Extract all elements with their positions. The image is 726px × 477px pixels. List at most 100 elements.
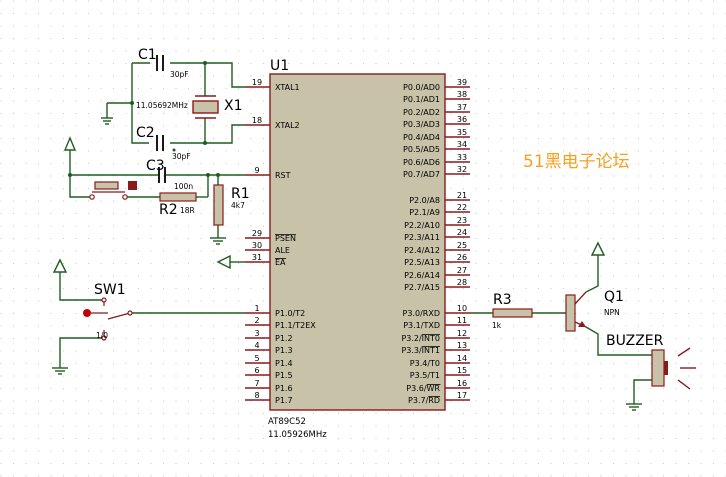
ic-pin-1[interactable]: 1P1.0/T2 bbox=[245, 304, 305, 318]
ic-pin-number: 25 bbox=[457, 241, 467, 250]
ic-pin-label: P3.1/TXD bbox=[403, 321, 440, 330]
ic-pin-label: P0.5/AD5 bbox=[403, 145, 440, 154]
ic-pin-label: P2.6/A14 bbox=[404, 271, 440, 280]
resistor-r3[interactable] bbox=[492, 308, 533, 318]
buzzer-ref: BUZZER bbox=[606, 333, 664, 349]
ic-pin-label: P3.2/INT0 bbox=[401, 334, 440, 343]
c2-ref: C2 bbox=[136, 125, 155, 141]
ic-pin-label: P1.4 bbox=[275, 359, 293, 368]
ic-pin-number: 31 bbox=[252, 253, 262, 262]
ic-pin-label: XTAL1 bbox=[275, 83, 300, 92]
q1-value: NPN bbox=[604, 308, 620, 317]
ic-pin-number: 26 bbox=[457, 253, 467, 262]
ic-pin-2[interactable]: 2P1.1/T2EX bbox=[245, 316, 316, 330]
ic-pin-6[interactable]: 6P1.5 bbox=[245, 366, 293, 380]
ic-pin-number: 29 bbox=[252, 229, 262, 238]
switch-sw1[interactable] bbox=[83, 297, 133, 341]
ic-pin-number: 22 bbox=[457, 203, 467, 212]
crystal-x1[interactable] bbox=[192, 95, 219, 119]
ic-pin-number: 16 bbox=[457, 379, 467, 388]
r2-value: 18R bbox=[180, 206, 195, 215]
q1-ref: Q1 bbox=[604, 289, 624, 305]
ic-pin-label: P1.6 bbox=[275, 384, 293, 393]
ic-pin-label: P3.3/INT1 bbox=[401, 346, 440, 355]
resistor-r1[interactable] bbox=[213, 184, 224, 226]
ic-pin-number: 28 bbox=[457, 278, 467, 287]
r3-ref: R3 bbox=[493, 292, 512, 308]
ic-pin-7[interactable]: 7P1.6 bbox=[245, 379, 293, 393]
ic-pin-label: P1.0/T2 bbox=[275, 309, 305, 318]
ic-pin-label: P0.3/AD3 bbox=[403, 120, 440, 129]
ic-pin-number: 2 bbox=[254, 316, 259, 325]
buzzer[interactable] bbox=[651, 347, 696, 390]
r3-value: 1k bbox=[492, 321, 502, 330]
x1-ref: X1 bbox=[224, 98, 243, 114]
ic-pin-number: 38 bbox=[457, 90, 467, 99]
transistor-q1[interactable] bbox=[565, 291, 587, 332]
switch-wires bbox=[52, 258, 245, 375]
ic-pin-label: P2.4/A12 bbox=[404, 246, 440, 255]
ic-pin-4[interactable]: 4P1.3 bbox=[245, 341, 293, 355]
ic-pin-number: 17 bbox=[457, 391, 467, 400]
reset-pushbutton[interactable] bbox=[89, 181, 137, 200]
ic-part: AT89C52 bbox=[268, 417, 306, 427]
ic-pin-3[interactable]: 3P1.2 bbox=[245, 329, 293, 343]
ic-pin-label: P1.2 bbox=[275, 334, 293, 343]
resistor-r2[interactable] bbox=[159, 192, 197, 202]
ic-body[interactable] bbox=[269, 73, 446, 411]
capacitor-c3[interactable] bbox=[158, 167, 166, 183]
c3-ref: C3 bbox=[146, 158, 165, 174]
ic-pin-label: P0.7/AD7 bbox=[403, 170, 440, 179]
ic-pin-label: P2.2/A10 bbox=[404, 221, 440, 230]
ic-pin-number: 32 bbox=[457, 165, 467, 174]
driver-wires bbox=[470, 241, 652, 411]
c1-value: 30pF bbox=[170, 70, 189, 79]
ic-pin-5[interactable]: 5P1.4 bbox=[245, 354, 293, 368]
ic-pin-8[interactable]: 8P1.7 bbox=[245, 391, 293, 405]
ic-pin-label: EA bbox=[275, 258, 286, 267]
ic-pin-number: 9 bbox=[254, 166, 259, 175]
ic-ref: U1 bbox=[270, 58, 289, 74]
x1-value: 11.05692MHz bbox=[136, 101, 188, 110]
capacitor-c2[interactable] bbox=[156, 135, 164, 151]
ic-pin-label: P3.0/RXD bbox=[403, 309, 440, 318]
ic-pin-label: P3.6/WR bbox=[406, 384, 440, 393]
ic-right-pins: 39P0.0/AD038P0.1/AD137P0.2/AD236P0.3/AD3… bbox=[401, 78, 470, 405]
capacitor-c1[interactable] bbox=[156, 55, 164, 71]
ic-pin-label: P1.7 bbox=[275, 396, 293, 405]
ic-pin-label: P1.3 bbox=[275, 346, 293, 355]
sw1-ref: SW1 bbox=[94, 282, 126, 298]
ic-pin-label: P0.4/AD4 bbox=[403, 133, 440, 142]
c3-value: 100n bbox=[174, 182, 193, 191]
